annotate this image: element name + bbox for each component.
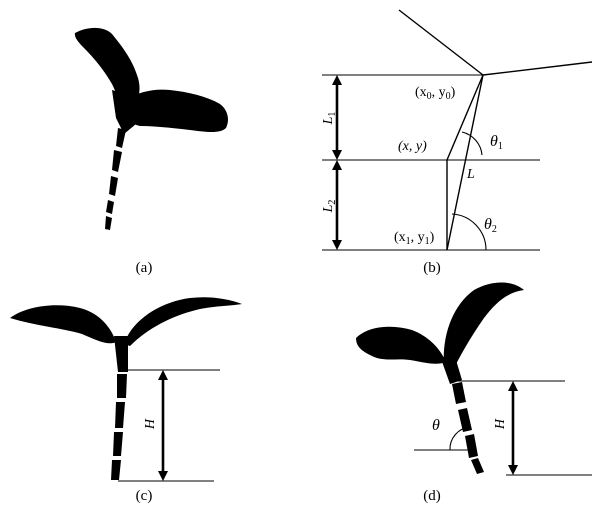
label-theta1: θ1 — [490, 133, 503, 152]
caption-c: (c) — [136, 488, 153, 504]
leaf-line-left — [398, 9, 484, 76]
caption-d: (d) — [423, 488, 441, 504]
leaf-line-right — [482, 61, 592, 76]
chord-line-L — [446, 74, 484, 251]
panel-c: H (c) — [10, 297, 242, 504]
caption-b: (b) — [423, 260, 441, 276]
label-L2: L2 — [321, 200, 338, 214]
label-L1: L1 — [321, 112, 338, 126]
stem-upper-segment — [446, 74, 484, 161]
label-mid-point: (x, y) — [398, 139, 427, 154]
label-L: L — [466, 167, 475, 182]
caption-a: (a) — [136, 260, 153, 276]
panel-b: L1 L2 (x0, y0) (x, y) (x1, y1) L θ1 θ2 (… — [321, 9, 592, 276]
theta-arc-d — [449, 426, 471, 451]
seedling-silhouette-d — [356, 282, 524, 474]
seedling-silhouette-a — [74, 27, 228, 230]
panel-d: H θ (d) — [356, 282, 592, 504]
panel-a: (a) — [74, 27, 228, 276]
label-H-c: H — [143, 418, 158, 430]
label-top-point: (x0, y0) — [415, 85, 456, 102]
label-bottom-point: (x1, y1) — [394, 230, 435, 247]
label-theta2: θ2 — [484, 216, 497, 235]
theta2-arc — [451, 213, 487, 251]
label-theta-d: θ — [432, 417, 440, 434]
seedling-silhouette-c — [10, 297, 242, 480]
theta1-arc — [461, 131, 483, 156]
label-H-d: H — [493, 418, 508, 430]
